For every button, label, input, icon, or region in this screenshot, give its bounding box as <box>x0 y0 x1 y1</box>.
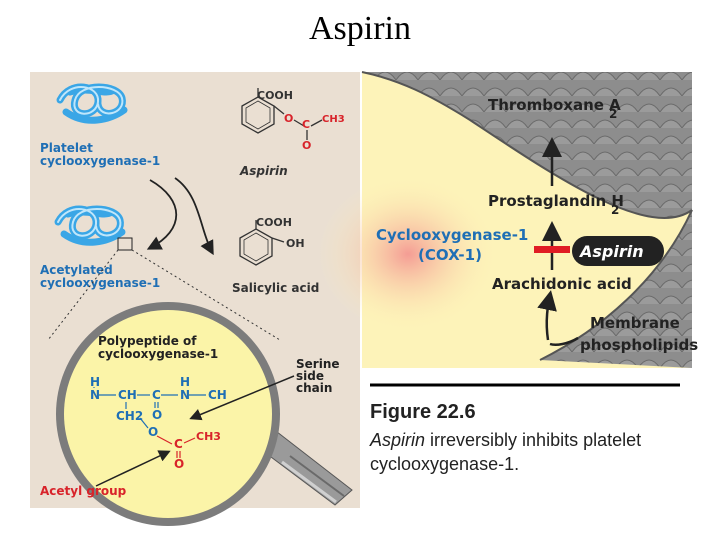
chem-ch3: CH3 <box>196 430 221 443</box>
thromboxane-label: Thromboxane A <box>488 96 621 114</box>
aspirin-cooh: COOH <box>257 89 293 102</box>
caption-line1: Aspirin irreversibly inhibits platelet <box>369 430 641 450</box>
reaction-arrow-left <box>146 179 177 250</box>
cox1-label-line2: (COX-1) <box>418 246 482 264</box>
acetyl-group-label: Acetyl group <box>40 484 127 498</box>
aspirin-o: O <box>284 112 293 125</box>
serine-label-line3: chain <box>296 381 332 395</box>
zoom-line-right <box>131 249 281 341</box>
arachidonic-acid-label: Arachidonic acid <box>492 275 632 293</box>
acetylated-label-line1: Acetylated <box>40 263 113 277</box>
platelet-label-line1: Platelet <box>40 141 93 155</box>
chem-h2: H <box>180 375 190 389</box>
chem-n2: N <box>180 388 190 402</box>
salicylic-cooh: COOH <box>256 216 292 229</box>
reaction-arrow-right <box>174 177 214 256</box>
chem-ch-end: CH <box>208 388 227 402</box>
chem-c1: C <box>152 388 161 402</box>
membrane-label-line2: phospholipids <box>580 336 698 354</box>
prostaglandin-subscript: 2 <box>611 203 619 217</box>
caption-line1-rest: irreversibly inhibits platelet <box>425 430 641 450</box>
aspirin-structure <box>241 88 323 140</box>
serine-pointer-arrow <box>189 375 295 421</box>
polypeptide-label-line1: Polypeptide of <box>98 334 197 348</box>
thromboxane-subscript: 2 <box>609 107 617 121</box>
left-panel: Platelet cyclooxygenase-1 COOH O C CH3 O… <box>30 72 360 526</box>
aspirin-badge <box>572 236 664 266</box>
acetyl-pointer-arrow <box>95 450 171 487</box>
chem-ch1: CH <box>118 388 137 402</box>
platelet-membrane-right <box>540 210 692 368</box>
serine-acetylation-structure: H N CH C H N CH O CH2 O C CH3 O <box>90 375 227 471</box>
platelet-label-line2: cyclooxygenase-1 <box>40 154 160 168</box>
aspirin-o-carbonyl: O <box>302 139 311 152</box>
platelet-membrane-top <box>362 72 692 218</box>
salicylic-acid-name: Salicylic acid <box>232 281 319 295</box>
right-panel: Thromboxane A 2 Prostaglandin H 2 Cycloo… <box>318 71 698 368</box>
figure-label: Figure 22.6 <box>370 401 476 423</box>
caption-italic-aspirin: Aspirin <box>369 430 425 450</box>
salicylic-acid-structure <box>239 220 285 266</box>
prostaglandin-label: Prostaglandin H <box>488 192 624 210</box>
aspirin-ch3: CH3 <box>322 114 345 125</box>
caption-line2: cyclooxygenase-1. <box>370 454 519 474</box>
chem-o-carbonyl: O <box>152 408 162 422</box>
membrane-label-line1: Membrane <box>590 314 680 332</box>
zoom-line-left <box>47 249 119 341</box>
aspirin-c: C <box>302 118 310 131</box>
magnifier-lens <box>64 310 272 518</box>
salicylic-oh: OH <box>286 237 305 250</box>
chem-h1: H <box>90 375 100 389</box>
cox1-label-line1: Cyclooxygenase-1 <box>376 226 528 244</box>
acetylated-label-line2: cyclooxygenase-1 <box>40 276 160 290</box>
polypeptide-label-line2: cyclooxygenase-1 <box>98 347 218 361</box>
slide-title: Aspirin <box>309 10 411 47</box>
chem-ch2: CH2 <box>116 409 143 423</box>
chem-o-ester: O <box>148 425 158 439</box>
inhibition-bar <box>534 246 570 253</box>
cox-glow <box>318 176 498 332</box>
chem-o-acetyl: O <box>174 457 184 471</box>
aspirin-badge-label: Aspirin <box>578 242 644 261</box>
aspirin-name: Aspirin <box>239 164 288 178</box>
figure-caption: Figure 22.6 Aspirin irreversibly inhibit… <box>369 383 680 474</box>
zoom-box <box>117 237 133 251</box>
serine-label-line2: side <box>296 369 324 383</box>
chem-c-acetyl: C <box>174 437 183 451</box>
serine-label-line1: Serine <box>296 357 340 371</box>
chem-n1: N <box>90 388 100 402</box>
